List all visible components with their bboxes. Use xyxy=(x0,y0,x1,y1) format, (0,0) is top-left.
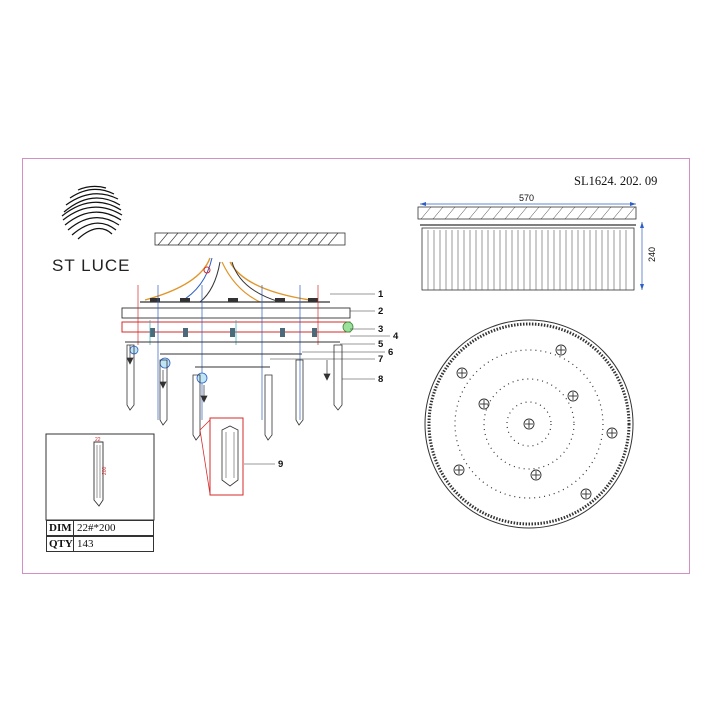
spec-qty-label: QTY xyxy=(49,538,73,550)
model-code: SL1624. 202. 09 xyxy=(574,174,658,188)
spec-divider xyxy=(73,537,74,551)
callout-4: 4 xyxy=(393,331,399,342)
spec-divider xyxy=(73,521,74,535)
exploded-side-view xyxy=(121,232,390,496)
callout-5: 5 xyxy=(378,339,384,350)
st-luce-logo-icon xyxy=(61,184,123,246)
spec-dim-label: DIM xyxy=(49,522,72,534)
callout-8: 8 xyxy=(378,374,383,385)
callout-9: 9 xyxy=(278,459,283,470)
callout-7: 7 xyxy=(378,354,383,365)
drawing-frame xyxy=(22,158,690,574)
crystal-width-label: 22 xyxy=(95,437,101,443)
callout-1: 1 xyxy=(378,289,384,300)
crystal-length-label: 200 xyxy=(102,466,108,475)
callout-3: 3 xyxy=(378,324,383,335)
callout-6: 6 xyxy=(388,347,393,358)
spec-dim-row: DIM 22#*200 xyxy=(46,520,154,536)
bottom-plan-view xyxy=(424,319,634,529)
front-elevation-view xyxy=(417,202,644,291)
spec-qty-row: QTY 143 xyxy=(46,536,154,552)
callout-2: 2 xyxy=(378,306,383,317)
width-dimension-label: 570 xyxy=(519,193,534,203)
brand-name: ST LUCE xyxy=(52,256,131,275)
spec-dim-value: 22#*200 xyxy=(77,522,116,534)
height-dimension-label: 240 xyxy=(647,247,657,262)
spec-qty-value: 143 xyxy=(77,538,94,550)
crystal-detail-box xyxy=(45,433,155,521)
